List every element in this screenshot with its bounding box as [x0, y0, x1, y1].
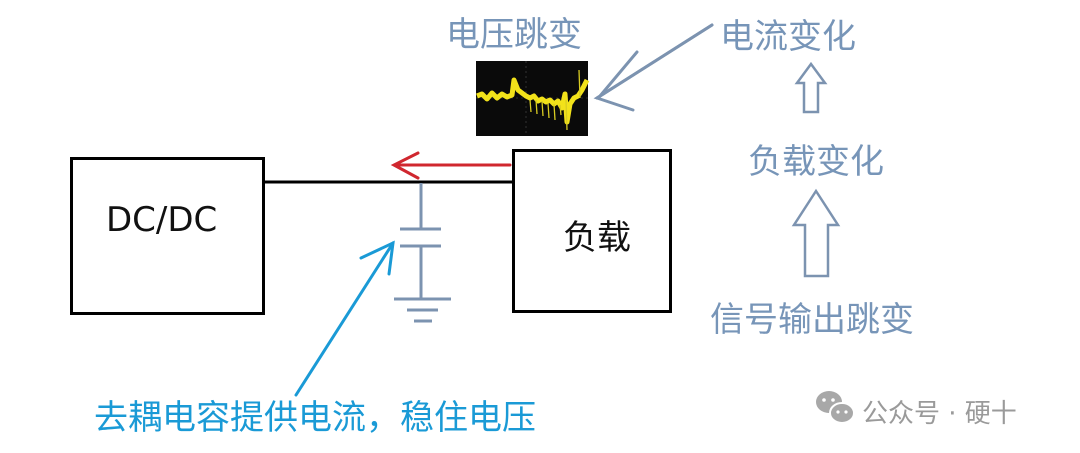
- up-arrow-icon: [794, 61, 828, 114]
- up-arrow-icon: [791, 188, 841, 278]
- signal-output-jump-label: 信号输出跳变: [710, 300, 914, 340]
- voltage-jump-label: 电压跳变: [446, 15, 582, 55]
- watermark-text: 公众号 · 硬十: [862, 399, 1017, 429]
- dcdc-converter-block: DC/DC: [70, 157, 265, 315]
- load-label: 负载: [563, 218, 631, 258]
- ground-symbol: [394, 297, 451, 323]
- decoupling-capacitor: [400, 183, 441, 299]
- current-arrow: [390, 151, 512, 180]
- decoupling-note: 去耦电容提供电流，稳住电压: [94, 398, 536, 438]
- load-change-label: 负载变化: [748, 142, 884, 182]
- current-change-label: 电流变化: [720, 17, 856, 57]
- dcdc-label: DC/DC: [106, 200, 218, 240]
- voltage-waveform-image: [476, 61, 590, 136]
- decoupling-pointer-arrow: [294, 240, 395, 397]
- wechat-icon: [816, 391, 855, 424]
- waveform-pointer-arrow: [593, 23, 714, 112]
- load-block: 负载: [512, 149, 672, 313]
